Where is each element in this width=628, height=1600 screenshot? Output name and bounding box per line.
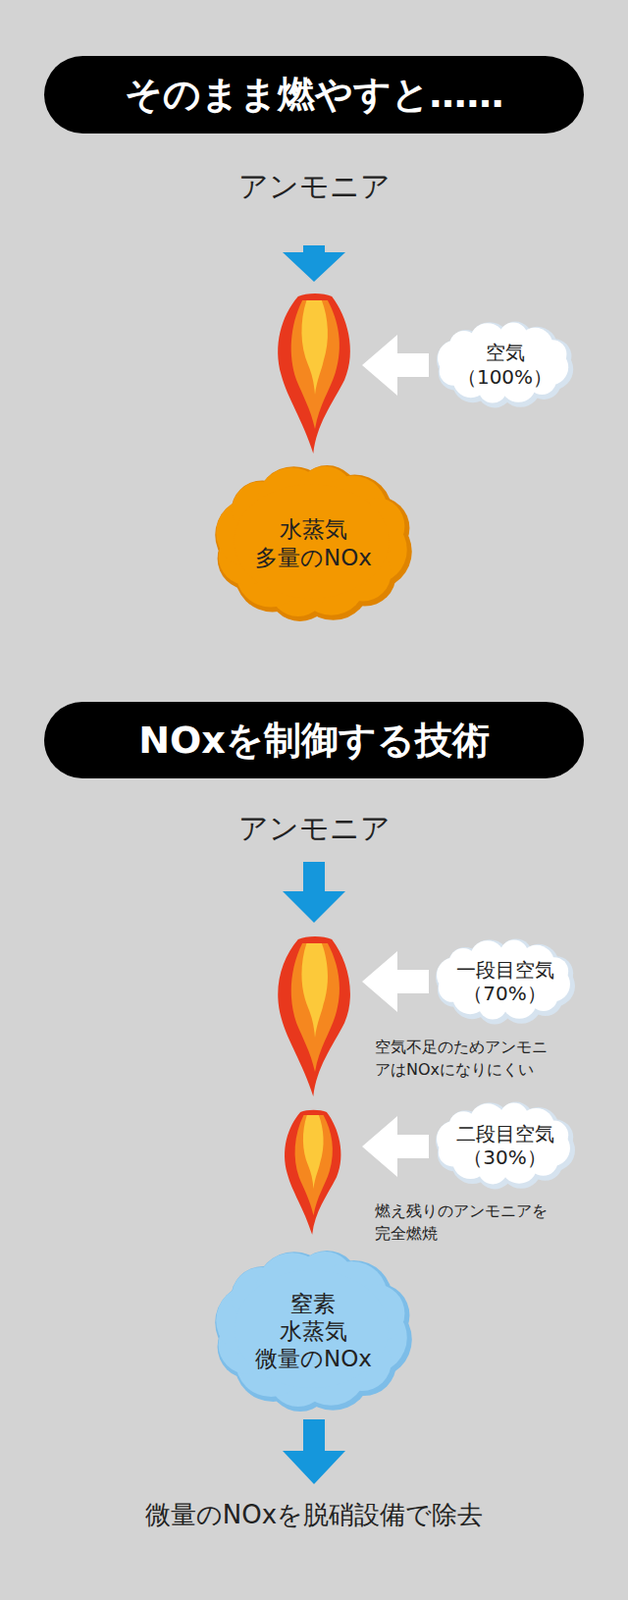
air-arrow (362, 950, 429, 1012)
cloud-body (234, 1269, 389, 1388)
cloud-layer (437, 322, 569, 404)
text-group: 空気（100%） (457, 340, 553, 389)
cloud-text: （70%） (463, 981, 546, 1005)
down-arrow (282, 861, 346, 923)
cloud-body (444, 1111, 565, 1179)
text-group: NOxを制御する技術 (138, 717, 490, 763)
title-band: NOxを制御する技術 (44, 701, 584, 779)
cloud-body (447, 332, 560, 393)
text-group: 一段目空気（70%） (456, 957, 555, 1006)
cloud-text: 二段目空気 (456, 1121, 555, 1146)
cloud-text: 空気 (485, 340, 525, 365)
cloud-body (445, 1112, 560, 1174)
cloud-text: 微量のNOx (255, 1344, 372, 1372)
cloud-layer (214, 465, 412, 622)
down-arrow (282, 1418, 346, 1484)
cloud-box: 一段目空気（70%） (434, 938, 576, 1025)
cloud-layer (215, 466, 407, 617)
note-text: 空気不足のためアンモニアはNOxになりにくい (374, 1035, 558, 1081)
cloud-text: （30%） (463, 1145, 546, 1169)
input-label: アンモニア (238, 166, 391, 208)
cloud-layer (214, 1250, 413, 1412)
text-group: 二段目空気（30%） (456, 1121, 555, 1170)
heading-text: NOxを制御する技術 (138, 717, 490, 763)
air-arrow (362, 334, 429, 396)
air-arrow (362, 1115, 429, 1177)
input-label: アンモニア (238, 808, 391, 849)
note-text: 燃え残りのアンモニアを完全燃焼 (374, 1199, 558, 1245)
cloud-layer (436, 1102, 571, 1185)
cloud-layer (436, 321, 574, 409)
cloud-text: 窒素 (290, 1289, 336, 1317)
title-band: そのまま燃やすと…… (44, 55, 584, 134)
cloud-layer (435, 939, 576, 1025)
cloud-layer (436, 940, 571, 1020)
cloud-text: （100%） (457, 365, 553, 389)
cloud-box: 窒素水蒸気微量のNOx (213, 1249, 414, 1413)
flame (277, 936, 351, 1097)
cloud-text: 水蒸気 (279, 1316, 348, 1345)
text-group: 窒素水蒸気微量のNOx (255, 1289, 372, 1372)
flame (277, 293, 351, 454)
cloud-outline (213, 464, 414, 623)
heading-text: そのまま燃やすと…… (124, 71, 505, 117)
text-group: 水蒸気多量のNOx (255, 515, 372, 571)
down-arrow (282, 245, 346, 282)
cloud-box: 二段目空気（30%） (434, 1100, 576, 1190)
text-group: そのまま燃やすと…… (124, 71, 505, 117)
cloud-text: 一段目空気 (456, 957, 555, 982)
cloud-body (445, 949, 561, 1010)
cloud-text: 水蒸気 (279, 515, 348, 543)
cloud-layer (215, 1251, 408, 1407)
cloud-box: 水蒸気多量のNOx (213, 464, 414, 623)
cloud-box: 空気（100%） (435, 320, 575, 409)
flame (284, 1109, 341, 1235)
cloud-text: 多量のNOx (255, 543, 372, 572)
result-label: 微量のNOxを脱硝設備で除去 (145, 1497, 483, 1532)
cloud-layer (435, 1101, 576, 1190)
cloud-body (233, 483, 389, 598)
cloud-body (444, 948, 566, 1015)
